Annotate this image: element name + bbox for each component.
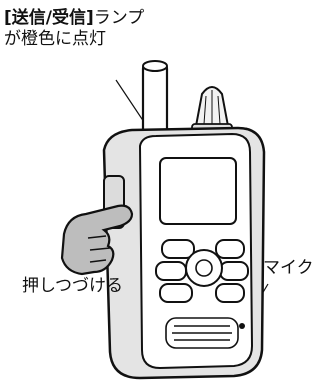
lamp-key-label: [送信/受信] [4, 8, 94, 28]
lamp-callout-line2: が橙色に点灯 [4, 29, 106, 49]
mic-hole [239, 323, 245, 329]
speaker-grille [165, 317, 239, 349]
lamp-callout: [送信/受信]ランプ が橙色に点灯 [4, 8, 144, 50]
lamp-callout-line1: [送信/受信]ランプ [4, 8, 144, 29]
push-callout: 押しつづける [22, 276, 123, 296]
mic-callout: マイク [263, 258, 314, 278]
volume-knob [191, 86, 233, 135]
keypad [155, 239, 249, 303]
pointing-hand-icon [60, 204, 134, 276]
lamp-rest-label: ランプ [93, 8, 145, 28]
display-screen [159, 157, 237, 225]
